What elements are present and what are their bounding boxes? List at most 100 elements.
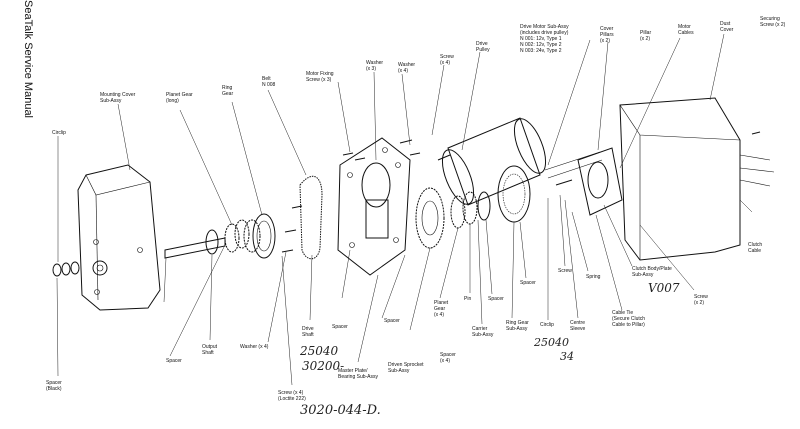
label-screw-mid: Screw	[558, 268, 572, 274]
screws-drawing	[281, 131, 761, 253]
label-drive-motor-2: (includes drive pulley)	[520, 30, 569, 36]
label-washer-x3-2: (x 3)	[366, 66, 376, 72]
label-belt-1: Belt	[262, 76, 271, 82]
label-cover-pillars-2: Pillars	[600, 32, 614, 38]
label-motor-fixing-screw-2: Screw (x 3)	[306, 77, 332, 83]
label-drive-motor-3: N 001: 12v, Type 1	[520, 36, 562, 42]
label-screw-x2-right-2: (x 2)	[694, 300, 704, 306]
label-planet-gear-long-2: (long)	[166, 98, 179, 104]
label-master-plate-2: Bearing Sub-Assy	[338, 374, 379, 380]
label-drive-pulley-2: Pulley	[476, 47, 490, 53]
label-planet-gear-x4-1: Planet	[434, 300, 449, 306]
label-screw-x2-right-1: Screw	[694, 294, 708, 300]
label-driven-sprocket-2: Sub-Assy	[388, 368, 410, 374]
dust-cover-drawing	[619, 97, 775, 261]
clutch-body-drawing	[544, 147, 623, 216]
label-cover-pillars-1: Cover	[600, 26, 614, 32]
label-cover-pillars-3: (x 2)	[600, 38, 610, 44]
label-screw-x4-top-1: Screw	[440, 54, 454, 60]
label-spacer-left: Spacer	[166, 358, 182, 364]
label-belt-2: N 008	[262, 82, 276, 88]
label-output-shaft-1: Output	[202, 344, 218, 350]
label-spring: Spring	[586, 274, 601, 280]
label-washer-x4-top-2: (x 4)	[398, 68, 408, 74]
label-dust-cover-2: Cover	[720, 27, 734, 33]
label-drive-pulley-1: Drive	[476, 41, 488, 47]
label-securing-screw-1: Securing	[760, 16, 780, 22]
label-drive-motor-5: N 003: 24v, Type 2	[520, 48, 562, 54]
carrier-cluster-drawing	[450, 191, 491, 229]
part-labels: Circlip Mounting Cover Sub-Assy Planet G…	[46, 16, 786, 402]
label-driven-sprocket-1: Driven Sprocket	[388, 362, 424, 368]
label-spacer-mid: Spacer	[488, 296, 504, 302]
label-washer-x4-top-1: Washer	[398, 62, 415, 68]
mounting-cover-drawing	[77, 164, 161, 311]
label-planet-gear-x4-3: (x 4)	[434, 312, 444, 318]
label-clutch-cable-1: Clutch	[748, 242, 762, 248]
label-clutch-body-2: Sub-Assy	[632, 272, 654, 278]
label-drive-motor-1: Drive Motor Sub-Assy	[520, 24, 569, 30]
label-dust-cover-1: Dust	[720, 21, 731, 27]
label-ring-gear-top-2: Gear	[222, 91, 233, 97]
handwritten-notes: 25040 30200- 25040 34 V007 3020-044-D.	[299, 281, 680, 418]
handwritten-part-number: 3020-044-D.	[300, 403, 381, 418]
label-cable-tie-1: Cable Tie	[612, 310, 633, 316]
label-pin: Pin	[464, 296, 471, 302]
label-spacer-x4-1: Spacer	[440, 352, 456, 358]
label-master-plate-1: Master Plate/	[338, 368, 368, 374]
label-screw-loctite-2: (Loctite 222)	[278, 396, 306, 402]
label-centre-sleeve-2: Sleeve	[570, 326, 586, 332]
label-spacer-x4-2: (x 4)	[440, 358, 450, 364]
label-planet-gear-long-1: Planet Gear	[166, 92, 193, 98]
label-ring-gear-sub-1: Ring Gear	[506, 320, 529, 326]
planet-gear-cluster	[224, 213, 276, 259]
label-drive-shaft-2: Shaft	[302, 332, 314, 338]
output-shaft-drawing	[164, 229, 226, 259]
handwritten-note-5: V007	[648, 281, 680, 295]
label-centre-sleeve-1: Centre	[570, 320, 585, 326]
label-clutch-cable-2: Cable	[748, 248, 761, 254]
label-screw-loctite-1: Screw (x 4)	[278, 390, 304, 396]
label-spacer-center: Spacer	[384, 318, 400, 324]
handwritten-note-3: 25040	[533, 336, 569, 349]
label-drive-shaft-1: Drive	[302, 326, 314, 332]
leader-lines	[56, 33, 753, 386]
label-pillar-2: (x 2)	[640, 36, 650, 42]
drive-motor-drawing	[437, 117, 547, 206]
label-motor-fixing-screw-1: Motor Fixing	[306, 71, 334, 77]
label-mounting-cover-1: Mounting Cover	[100, 92, 136, 98]
driven-sprocket-drawing	[415, 187, 445, 249]
label-carrier-sub-1: Carrier	[472, 326, 488, 332]
belt-drawing	[299, 175, 323, 260]
label-circlip-top: Circlip	[52, 130, 66, 136]
label-securing-screw-2: Screw (x 2)	[760, 22, 786, 28]
label-washer-x4-bottom: Washer (x 4)	[240, 344, 269, 350]
ring-gear-sub-drawing	[497, 165, 531, 223]
handwritten-note-2: 30200-	[302, 359, 344, 373]
label-motor-cables-2: Cables	[678, 30, 694, 36]
label-spacer-drive: Spacer	[332, 324, 348, 330]
label-output-shaft-2: Shaft	[202, 350, 214, 356]
label-mounting-cover-2: Sub-Assy	[100, 98, 122, 104]
label-cable-tie-3: Cable to Pillar)	[612, 322, 645, 328]
label-carrier-sub-2: Sub-Assy	[472, 332, 494, 338]
label-clutch-body-1: Clutch Body/Plate	[632, 266, 672, 272]
label-drive-motor-4: N 002: 12v, Type 2	[520, 42, 562, 48]
spacer-stack-left	[52, 261, 80, 277]
label-ring-gear-top-1: Ring	[222, 85, 233, 91]
master-plate-drawing	[337, 137, 411, 276]
label-circlip-mid: Circlip	[540, 322, 554, 328]
handwritten-note-4: 34	[560, 350, 574, 363]
label-spacer-right: Spacer	[520, 280, 536, 286]
label-ring-gear-sub-2: Sub-Assy	[506, 326, 528, 332]
label-screw-x4-top-2: (x 4)	[440, 60, 450, 66]
label-motor-cables-1: Motor	[678, 24, 691, 30]
label-cable-tie-2: (Secure Clutch	[612, 316, 645, 322]
label-spacer-black-2: (Black)	[46, 386, 62, 392]
label-spacer-black-1: Spacer	[46, 380, 62, 386]
handwritten-note-1: 25040	[299, 344, 339, 358]
label-planet-gear-x4-2: Gear	[434, 306, 445, 312]
label-washer-x3-1: Washer	[366, 60, 383, 66]
label-pillar-1: Pillar	[640, 30, 651, 36]
